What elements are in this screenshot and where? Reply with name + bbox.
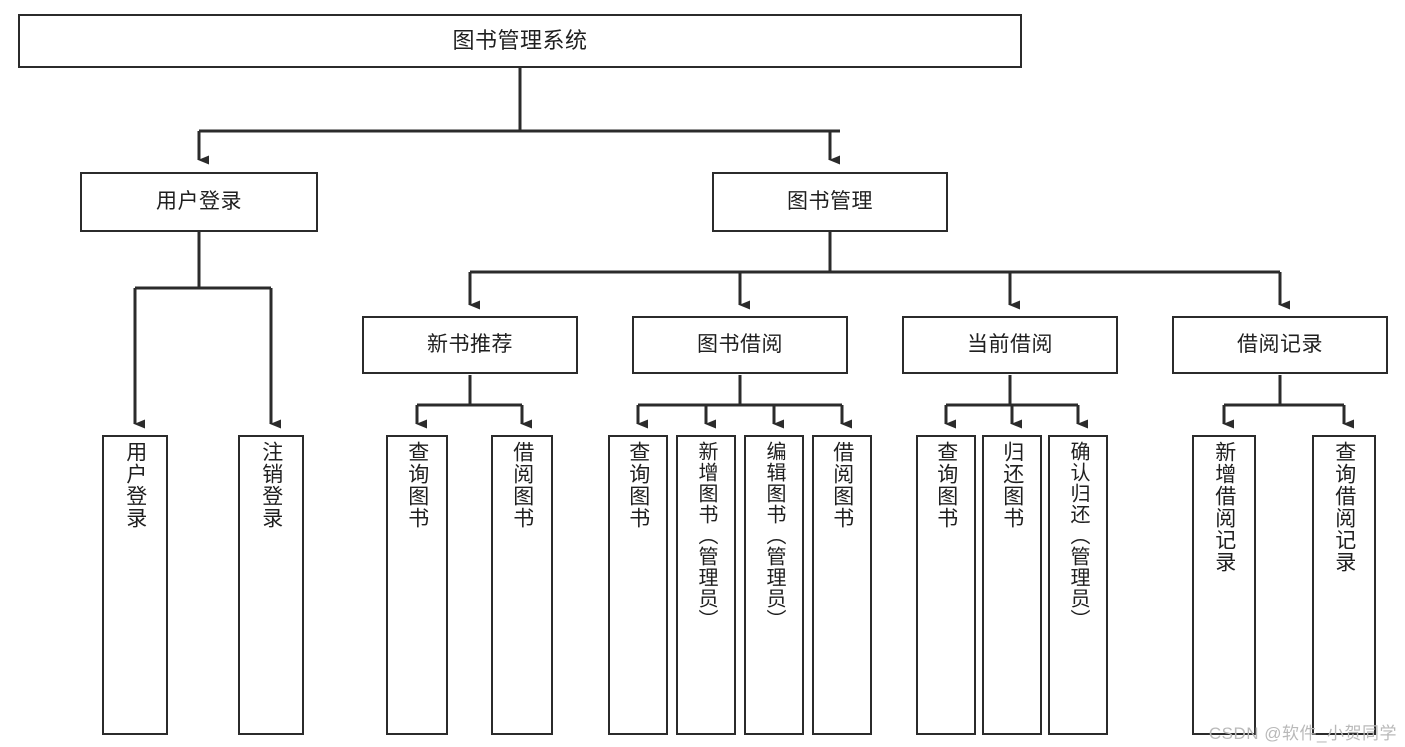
leaf-current-borrow-query-books[interactable]: 查询图书 xyxy=(916,435,976,735)
watermark-csdn: CSDN @软件_小贺同学 xyxy=(1208,724,1397,743)
node-label: 借阅记录 xyxy=(1237,332,1323,356)
leaf-current-borrow-return-books[interactable]: 归还图书 xyxy=(982,435,1042,735)
node-borrowing-record[interactable]: 借阅记录 xyxy=(1172,316,1388,374)
node-label: 归还图书 xyxy=(1000,441,1024,529)
node-label: 用户登录 xyxy=(123,441,147,529)
node-label: 查询图书 xyxy=(934,441,958,529)
leaf-user-login-login[interactable]: 用户登录 xyxy=(102,435,168,735)
leaf-new-book-borrow-books[interactable]: 借阅图书 xyxy=(491,435,553,735)
leaf-book-borrow-borrow-books[interactable]: 借阅图书 xyxy=(812,435,872,735)
node-label: 查询图书 xyxy=(405,441,429,529)
leaf-book-borrow-query-books[interactable]: 查询图书 xyxy=(608,435,668,735)
node-label: 图书管理 xyxy=(787,189,873,213)
node-label: 新增借阅记录 xyxy=(1212,441,1236,573)
leaf-borrow-record-query-record[interactable]: 查询借阅记录 xyxy=(1312,435,1376,735)
node-label: 新书推荐 xyxy=(427,332,513,356)
node-label: 注销登录 xyxy=(259,441,283,529)
node-user-login[interactable]: 用户登录 xyxy=(80,172,318,232)
leaf-new-book-query-books[interactable]: 查询图书 xyxy=(386,435,448,735)
node-label: 查询借阅记录 xyxy=(1332,441,1356,573)
node-label: 新增图书（管理员） xyxy=(695,441,717,630)
node-book-borrowing[interactable]: 图书借阅 xyxy=(632,316,848,374)
node-label: 图书管理系统 xyxy=(452,28,588,54)
node-book-management[interactable]: 图书管理 xyxy=(712,172,948,232)
node-root-book-management-system[interactable]: 图书管理系统 xyxy=(18,14,1022,68)
node-label: 编辑图书（管理员） xyxy=(763,441,785,630)
node-label: 查询图书 xyxy=(626,441,650,529)
leaf-borrow-record-add-record[interactable]: 新增借阅记录 xyxy=(1192,435,1256,735)
node-label: 当前借阅 xyxy=(967,332,1053,356)
leaf-book-borrow-add-book-admin[interactable]: 新增图书（管理员） xyxy=(676,435,736,735)
node-label: 借阅图书 xyxy=(510,441,534,529)
node-label: 借阅图书 xyxy=(830,441,854,529)
node-label: 确认归还（管理员） xyxy=(1067,441,1089,630)
leaf-book-borrow-edit-book-admin[interactable]: 编辑图书（管理员） xyxy=(744,435,804,735)
node-label: 图书借阅 xyxy=(697,332,783,356)
node-new-book-recommendation[interactable]: 新书推荐 xyxy=(362,316,578,374)
leaf-current-borrow-confirm-return-admin[interactable]: 确认归还（管理员） xyxy=(1048,435,1108,735)
node-label: 用户登录 xyxy=(156,189,242,213)
leaf-user-login-logout[interactable]: 注销登录 xyxy=(238,435,304,735)
node-current-borrowing[interactable]: 当前借阅 xyxy=(902,316,1118,374)
